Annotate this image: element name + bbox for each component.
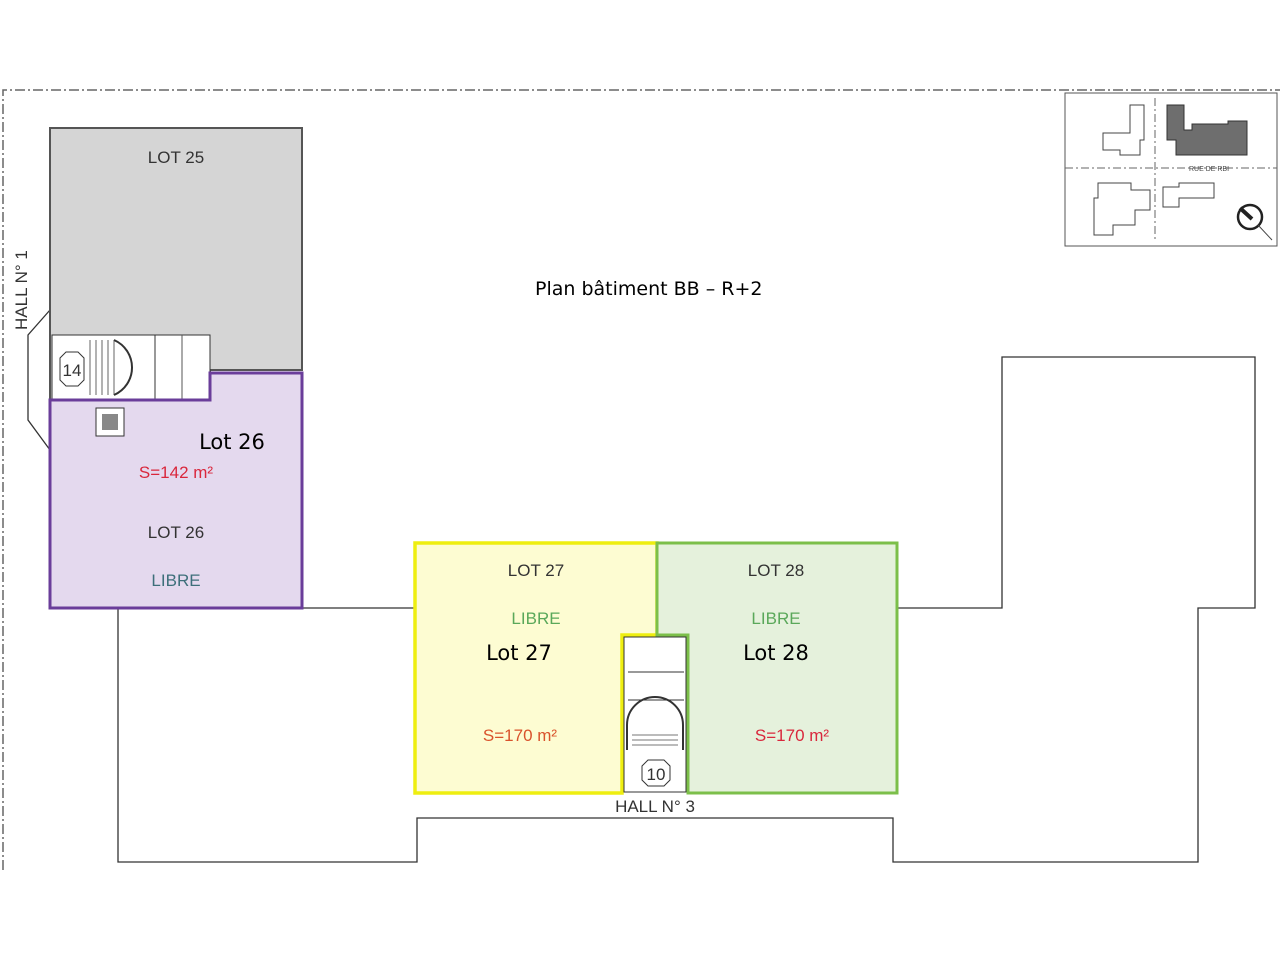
lot-28-overlay-label: Lot 28 [743,641,809,665]
lot-28-status: LIBRE [751,609,800,628]
keymap-street-label: RUE DE RBI [1189,166,1229,173]
lot-26-overlay-label: Lot 26 [199,430,265,454]
lot-25-label: LOT 25 [148,148,204,167]
lot-26-surface: S=142 m² [139,463,214,482]
stair-14-number: 14 [63,361,82,380]
lot-28-area[interactable] [655,541,899,795]
hall-1-entrance [27,309,51,451]
stair-core-14 [51,334,211,400]
stair-core-10 [623,636,687,793]
lot-26-label: LOT 26 [148,523,204,542]
stair-10-number: 10 [647,765,666,784]
lot-27-label: LOT 27 [508,561,564,580]
site-boundary [2,89,1280,870]
lot-27-overlay-label: Lot 27 [486,641,552,665]
lot-28-surface: S=170 m² [755,726,830,745]
lot-27-area[interactable] [413,541,659,795]
lot-26-status: LIBRE [151,571,200,590]
lot-27-status: LIBRE [511,609,560,628]
building-outline [117,356,1256,863]
hall-3-label: HALL N° 3 [615,797,695,816]
lot-27-surface: S=170 m² [483,726,558,745]
plan-title: Plan bâtiment BB – R+2 [535,278,762,300]
compass-icon [1236,203,1264,231]
hall-1-label: HALL N° 1 [12,250,31,330]
key-map [1064,92,1278,247]
lot-28-label: LOT 28 [748,561,804,580]
